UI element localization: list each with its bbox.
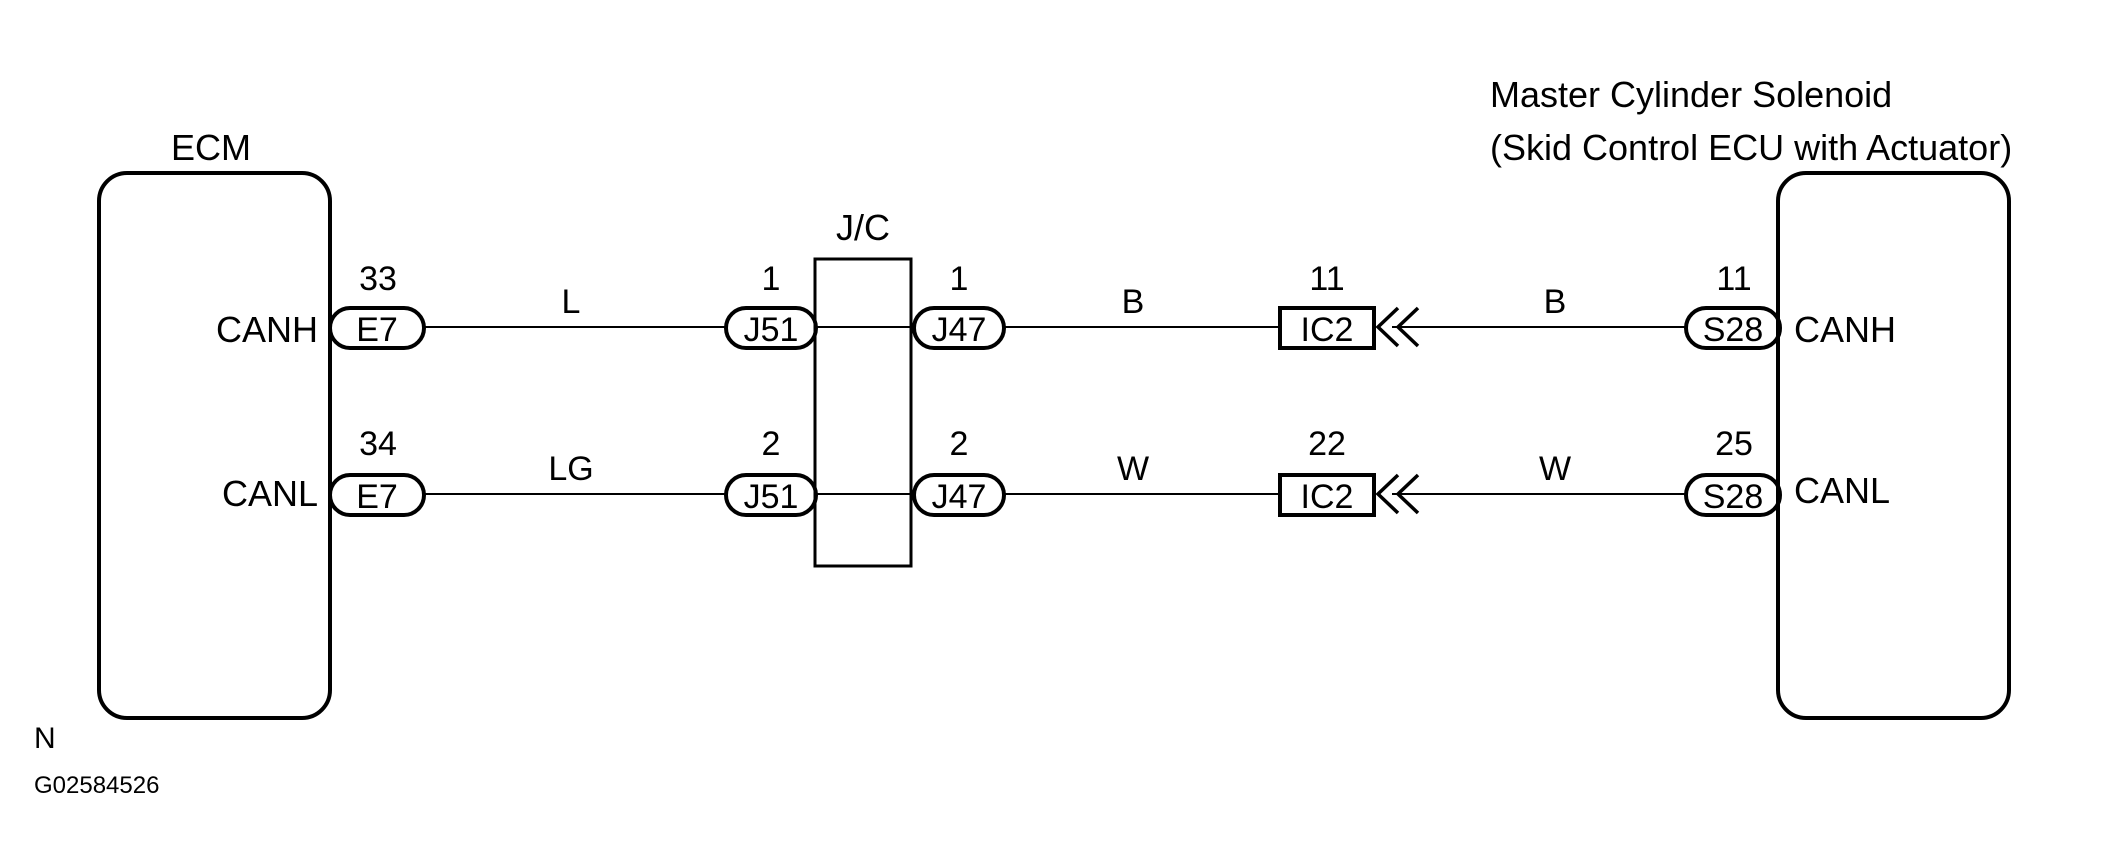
canh-j51-connector — [724, 306, 818, 350]
ecm-box — [97, 171, 332, 720]
canh-wire3-color: B — [1544, 283, 1567, 321]
jc-title: J/C — [836, 207, 890, 248]
canl-row: E7 34 LG J51 2 J47 2 W IC2 22 W S28 25 — [328, 425, 1782, 517]
canl-wire3-color: W — [1539, 450, 1571, 488]
canh-wire1-color: L — [562, 283, 581, 321]
footer-figure-id: G02584526 — [34, 772, 159, 799]
canl-ecm-connector-label: E7 — [356, 478, 398, 516]
ecm-pin-canl: CANL — [222, 473, 318, 514]
ecm-pin-canh: CANH — [216, 309, 318, 350]
canl-j47-connector — [912, 473, 1006, 517]
canh-ecm-connector — [328, 306, 426, 350]
solenoid-box — [1776, 171, 2011, 720]
canh-ic2-connector — [1278, 306, 1376, 350]
canh-j51-pin: 1 — [762, 260, 781, 298]
canl-wire1-color: LG — [548, 450, 593, 488]
canl-ecm-connector — [328, 473, 426, 517]
canl-s28-connector-label: S28 — [1703, 478, 1764, 516]
canl-ic2-connector — [1278, 473, 1376, 517]
canh-ecm-connector-label: E7 — [356, 311, 398, 349]
canl-ic2-connector-label: IC2 — [1301, 478, 1354, 516]
canh-ecm-pin-number: 33 — [359, 260, 397, 298]
canl-ecm-pin-number: 34 — [359, 425, 397, 463]
canh-j51-connector-label: J51 — [744, 311, 799, 349]
canh-j47-connector-label: J47 — [932, 311, 987, 349]
canh-row: E7 33 L J51 1 J47 1 B IC2 11 B S28 11 — [328, 260, 1782, 350]
canh-ic2-chevron-icon — [1375, 306, 1420, 348]
solenoid-pin-canl: CANL — [1794, 470, 1890, 511]
canl-wire2-color: W — [1117, 450, 1149, 488]
canh-s28-connector — [1684, 306, 1782, 350]
canl-ic2-pin: 22 — [1308, 425, 1346, 463]
canh-ic2-connector-label: IC2 — [1301, 311, 1354, 349]
canl-j51-connector-label: J51 — [744, 478, 799, 516]
canh-ic2-pin: 11 — [1309, 260, 1344, 298]
canl-s28-pin: 25 — [1715, 425, 1753, 463]
solenoid-title-line2: (Skid Control ECU with Actuator) — [1490, 127, 2012, 168]
canl-j51-pin: 2 — [762, 425, 781, 463]
canl-j47-pin: 2 — [950, 425, 969, 463]
canl-s28-connector — [1684, 473, 1782, 517]
canh-wire2-color: B — [1122, 283, 1145, 321]
solenoid-pin-canh: CANH — [1794, 309, 1896, 350]
canh-s28-pin: 11 — [1716, 260, 1751, 298]
canh-j47-pin: 1 — [950, 260, 969, 298]
canl-j51-connector — [724, 473, 818, 517]
solenoid-title-line1: Master Cylinder Solenoid — [1490, 74, 1892, 115]
canh-s28-connector-label: S28 — [1703, 311, 1764, 349]
jc-box — [813, 257, 913, 568]
canl-j47-connector-label: J47 — [932, 478, 987, 516]
canh-j47-connector — [912, 306, 1006, 350]
ecm-title: ECM — [171, 127, 251, 168]
footer-note-letter: N — [34, 722, 56, 755]
canl-ic2-chevron-icon — [1375, 473, 1420, 515]
